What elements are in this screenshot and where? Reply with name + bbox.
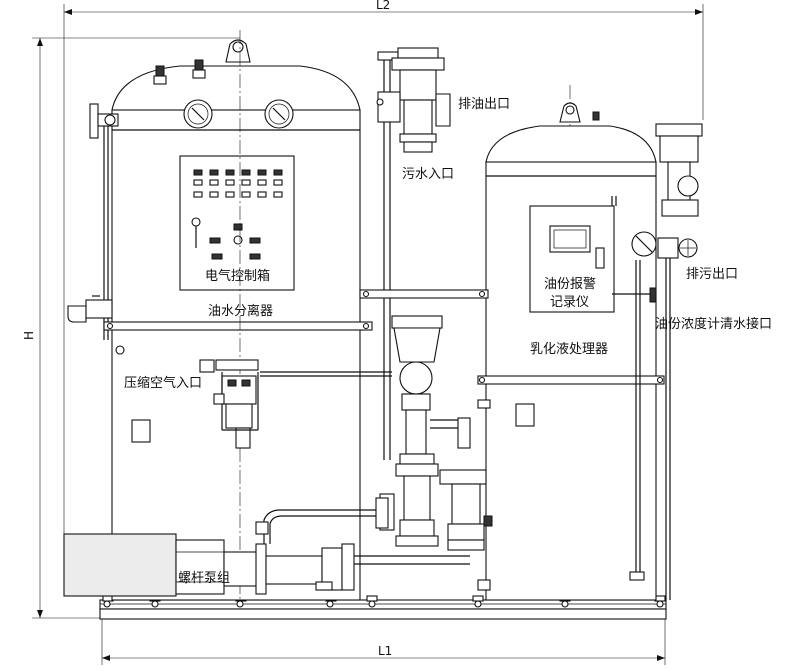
label-electric-control-box: 电气控制箱: [205, 268, 270, 284]
electric-control-box: [179, 155, 295, 291]
dimension-lines: [32, 4, 704, 665]
label-oil-meter-flush-port: 油份浓度计清水接口: [655, 316, 772, 332]
label-oil-alarm-recorder-line1: 油份报警: [544, 276, 596, 292]
dim-label-h: H: [22, 331, 36, 340]
label-oil-water-separator: 油水分离器: [208, 303, 273, 319]
label-emulsion-processor: 乳化液处理器: [530, 342, 608, 357]
label-oil-discharge-outlet: 排油出口: [458, 97, 510, 112]
dim-label-l2: L2: [376, 0, 390, 12]
dim-label-l1: L1: [378, 644, 392, 658]
compressed-air-unit: [199, 359, 259, 449]
label-oil-alarm-recorder-line2: 记录仪: [550, 295, 589, 310]
label-sewage-inlet: 污水入口: [402, 167, 454, 182]
label-compressed-air-inlet: 压缩空气入口: [124, 375, 202, 391]
label-drain-outlet: 排污出口: [686, 267, 738, 282]
screw-pump-set: [63, 497, 470, 597]
right-side-fittings: [612, 123, 703, 600]
oil-alarm-recorder: [529, 196, 617, 313]
label-screw-pump: 螺杆泵组: [178, 571, 230, 586]
